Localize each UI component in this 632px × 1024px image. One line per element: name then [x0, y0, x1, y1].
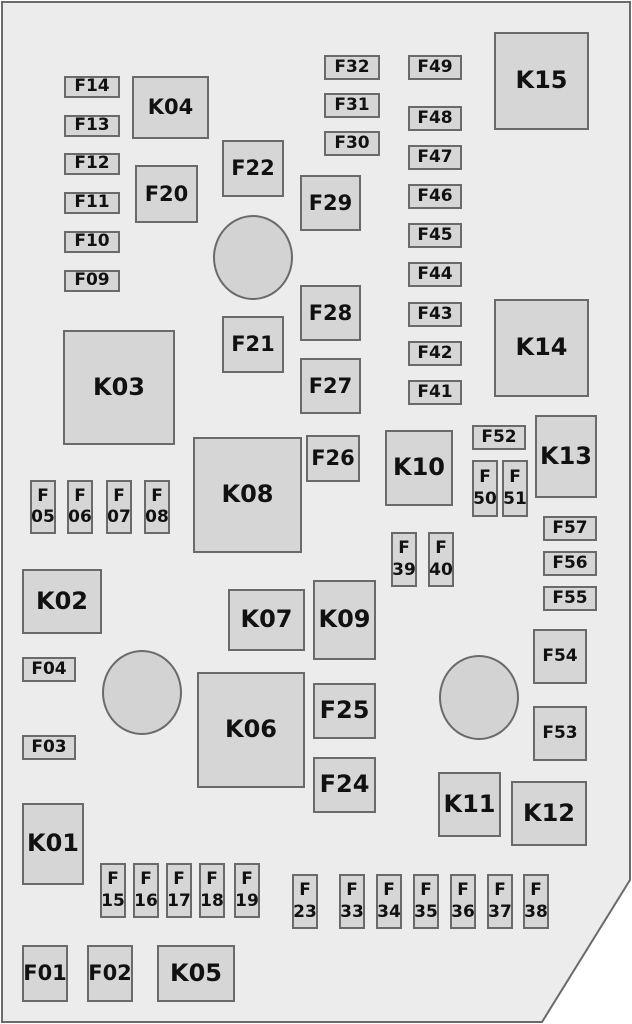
fuse-f54: F54: [533, 629, 587, 684]
fuse-f23: F 23: [292, 874, 318, 929]
relay-k11: K11: [438, 772, 501, 837]
fuse-f02: F02: [87, 945, 133, 1002]
fuse-f55: F55: [543, 586, 597, 611]
fuse-f56: F56: [543, 551, 597, 576]
fuse-f19: F 19: [234, 863, 260, 918]
fuse-f13: F13: [64, 115, 120, 137]
fuse-f09: F09: [64, 270, 120, 292]
fuse-f30: F30: [324, 131, 380, 156]
fuse-f28: F28: [300, 285, 361, 341]
fuse-f18: F 18: [199, 863, 225, 918]
mounting-hole: [439, 655, 519, 740]
fuse-f42: F42: [408, 341, 462, 366]
fuse-f52: F52: [472, 425, 526, 450]
fuse-f50: F 50: [472, 460, 498, 517]
fuse-f31: F31: [324, 93, 380, 118]
relay-k14: K14: [494, 299, 589, 397]
fuse-f39: F 39: [391, 532, 417, 587]
fuse-f24: F24: [313, 757, 376, 813]
relay-k08: K08: [193, 437, 302, 553]
relay-k07: K07: [228, 589, 305, 651]
fuse-f34: F 34: [376, 874, 402, 929]
fuse-f08: F 08: [144, 480, 170, 534]
fuse-f16: F 16: [133, 863, 159, 918]
fuse-f48: F48: [408, 106, 462, 131]
fuse-f04: F04: [22, 657, 76, 682]
relay-k01: K01: [22, 803, 84, 885]
fuse-f25: F25: [313, 683, 376, 739]
fuse-f35: F 35: [413, 874, 439, 929]
mounting-hole: [102, 650, 182, 735]
relay-k15: K15: [494, 32, 589, 130]
fuse-f57: F57: [543, 516, 597, 541]
fuse-f51: F 51: [502, 460, 528, 517]
fuse-f20: F20: [135, 165, 198, 223]
mounting-hole: [213, 215, 293, 300]
fuse-f33: F 33: [339, 874, 365, 929]
fuse-f37: F 37: [487, 874, 513, 929]
fuse-f05: F 05: [30, 480, 56, 534]
fuse-f26: F26: [306, 435, 360, 482]
fuse-f15: F 15: [100, 863, 126, 918]
fuse-f11: F11: [64, 192, 120, 214]
fuse-f41: F41: [408, 380, 462, 405]
fuse-f40: F 40: [428, 532, 454, 587]
fuse-f32: F32: [324, 55, 380, 80]
relay-k03: K03: [63, 330, 175, 445]
fuse-f47: F47: [408, 145, 462, 170]
fuse-f21: F21: [222, 316, 284, 373]
relay-k10: K10: [385, 430, 453, 506]
fuse-f14: F14: [64, 76, 120, 98]
fuse-f17: F 17: [166, 863, 192, 918]
fuse-f07: F 07: [106, 480, 132, 534]
fuse-f29: F29: [300, 175, 361, 231]
relay-k05: K05: [157, 945, 235, 1002]
fuse-f10: F10: [64, 231, 120, 253]
relay-k06: K06: [197, 672, 305, 788]
fuse-f46: F46: [408, 184, 462, 209]
relay-k04: K04: [132, 76, 209, 139]
fuse-f43: F43: [408, 302, 462, 327]
relay-k13: K13: [535, 415, 597, 498]
fuse-f38: F 38: [523, 874, 549, 929]
fuse-f03: F03: [22, 735, 76, 760]
fuse-f36: F 36: [450, 874, 476, 929]
fuse-f12: F12: [64, 153, 120, 175]
fuse-f06: F 06: [67, 480, 93, 534]
fuse-f53: F53: [533, 706, 587, 761]
relay-k09: K09: [313, 580, 376, 660]
fuse-f49: F49: [408, 55, 462, 80]
fuse-f22: F22: [222, 140, 284, 197]
fuse-f01: F01: [22, 945, 68, 1002]
relay-k02: K02: [22, 569, 102, 634]
fuse-f45: F45: [408, 223, 462, 248]
relay-k12: K12: [511, 781, 587, 846]
fuse-f27: F27: [300, 358, 361, 414]
fuse-f44: F44: [408, 262, 462, 287]
